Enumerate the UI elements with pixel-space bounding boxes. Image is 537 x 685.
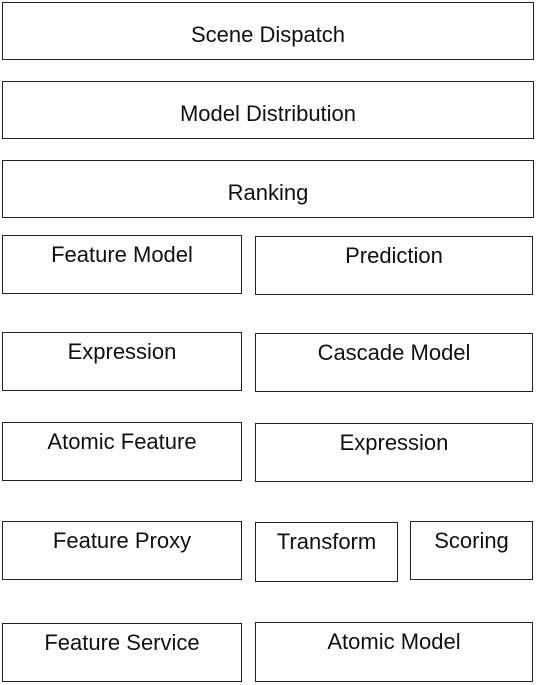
cascade-model-box: Cascade Model: [255, 333, 533, 392]
cascade-model-label: Cascade Model: [317, 340, 471, 365]
expression-left-box: Expression: [2, 332, 242, 391]
ranking-label: Ranking: [227, 180, 309, 205]
transform-box: Transform: [255, 522, 398, 582]
atomic-feature-label: Atomic Feature: [47, 429, 197, 454]
prediction-label: Prediction: [345, 243, 443, 268]
atomic-model-label: Atomic Model: [327, 629, 461, 654]
model-distribution-label: Model Distribution: [179, 101, 357, 126]
prediction-box: Prediction: [255, 236, 533, 295]
scoring-box: Scoring: [410, 521, 533, 580]
feature-proxy-box: Feature Proxy: [2, 521, 242, 580]
feature-service-box: Feature Service: [2, 623, 242, 682]
scene-dispatch-box: Scene Dispatch: [2, 2, 534, 60]
expression-left-label: Expression: [67, 339, 177, 364]
feature-service-label: Feature Service: [44, 630, 200, 655]
transform-label: Transform: [276, 529, 377, 554]
atomic-model-box: Atomic Model: [255, 622, 533, 682]
ranking-box: Ranking: [2, 160, 534, 218]
model-distribution-box: Model Distribution: [2, 81, 534, 139]
scoring-label: Scoring: [434, 528, 509, 553]
expression-right-box: Expression: [255, 423, 533, 482]
scene-dispatch-label: Scene Dispatch: [190, 22, 346, 47]
feature-model-label: Feature Model: [51, 242, 193, 267]
atomic-feature-box: Atomic Feature: [2, 422, 242, 481]
feature-model-box: Feature Model: [2, 235, 242, 294]
feature-proxy-label: Feature Proxy: [52, 528, 192, 553]
expression-right-label: Expression: [339, 430, 449, 455]
